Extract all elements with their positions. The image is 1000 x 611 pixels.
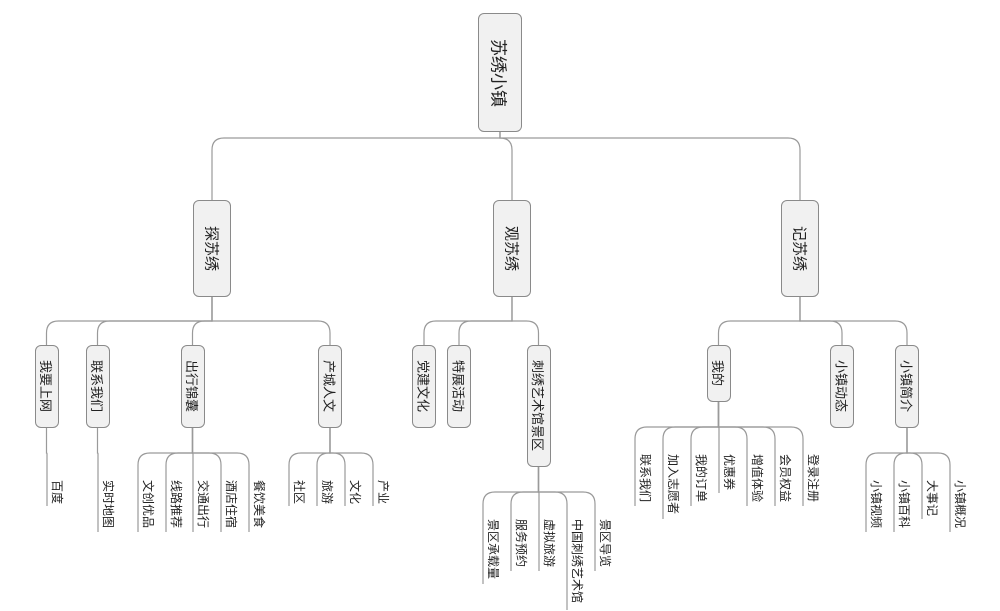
category-node-label: 出行锦囊: [183, 360, 198, 413]
leaf-item[interactable]: 优惠券: [722, 454, 736, 491]
leaf-item[interactable]: 会员权益: [778, 454, 792, 503]
category-node-label: 特展活动: [449, 360, 465, 413]
branch-node-label: 记苏绣: [790, 225, 809, 271]
category-node[interactable]: 小镇动态: [830, 345, 854, 428]
connector-line: [45, 297, 213, 345]
category-node[interactable]: 联系我们: [85, 345, 110, 428]
category-node[interactable]: 党建文化: [412, 345, 436, 428]
category-node[interactable]: 产城人文: [318, 345, 342, 428]
leaf-item[interactable]: 增值体验: [750, 454, 764, 503]
connector-line: [499, 132, 801, 200]
connector-line: [288, 428, 331, 506]
leaf-item[interactable]: 小镇视频: [869, 480, 883, 529]
category-node-label: 我要上网: [37, 360, 52, 413]
connector-line: [45, 428, 48, 506]
leaf-item[interactable]: 中国刺绣艺术馆: [570, 519, 584, 604]
leaf-item[interactable]: 加入志愿者: [666, 454, 680, 515]
branch-node[interactable]: 记苏绣: [781, 200, 819, 297]
connector-line: [690, 402, 720, 506]
category-node-label: 产城人文: [320, 360, 336, 413]
branch-node-label: 观苏绣: [502, 225, 521, 271]
connector-line: [191, 428, 250, 532]
leaf-item[interactable]: 登录注册: [806, 454, 820, 503]
leaf-item[interactable]: 小镇概况: [953, 480, 967, 529]
connector-line: [537, 467, 596, 571]
leaf-item[interactable]: 产业: [376, 480, 390, 505]
category-node[interactable]: 特展活动: [447, 345, 471, 428]
leaf-item[interactable]: 交通出行: [196, 480, 210, 529]
branch-node[interactable]: 探苏绣: [193, 200, 231, 297]
connector-line: [482, 467, 540, 584]
category-node-label: 联系我们: [88, 360, 103, 413]
category-node[interactable]: 我的: [706, 345, 731, 402]
category-node[interactable]: 出行锦囊: [180, 345, 205, 428]
leaf-item[interactable]: 文化: [348, 480, 362, 505]
category-node-label: 小镇动态: [832, 360, 848, 413]
leaf-item[interactable]: 大事记: [925, 480, 939, 517]
leaf-item[interactable]: 服务预约: [514, 519, 528, 568]
category-node[interactable]: 刺绣艺术馆景区: [526, 345, 551, 467]
leaf-item[interactable]: 酒店住宿: [224, 480, 238, 529]
leaf-item[interactable]: 社区: [292, 480, 306, 505]
connector-line: [165, 428, 194, 532]
connector-line: [137, 428, 194, 532]
leaf-item[interactable]: 百度: [50, 480, 64, 505]
connector-line: [906, 428, 951, 532]
connector-line: [211, 132, 501, 200]
category-node[interactable]: 我要上网: [34, 345, 59, 428]
connector-line: [662, 402, 720, 519]
category-node[interactable]: 小镇简介: [895, 345, 919, 428]
connector-line: [499, 132, 513, 200]
root-node[interactable]: 苏绣小镇: [478, 13, 522, 132]
connector-line: [329, 428, 374, 506]
category-node-label: 我的: [709, 360, 724, 387]
leaf-item[interactable]: 虚拟旅游: [542, 519, 556, 568]
connector-line: [717, 297, 801, 345]
connector-line: [511, 297, 540, 345]
connector-line: [865, 428, 908, 532]
category-node-label: 党建文化: [414, 360, 430, 413]
branch-node[interactable]: 观苏绣: [493, 200, 531, 297]
leaf-item[interactable]: 文创优品: [141, 480, 155, 529]
root-label: 苏绣小镇: [487, 38, 508, 107]
branch-node-label: 探苏绣: [202, 225, 221, 271]
connector-line: [717, 402, 804, 506]
category-node-label: 小镇简介: [897, 360, 913, 413]
connector-line: [316, 428, 331, 506]
connector-line: [458, 297, 513, 345]
category-node-label: 刺绣艺术馆景区: [529, 360, 544, 452]
connector-line: [634, 402, 720, 506]
leaf-item[interactable]: 景区导览: [598, 519, 612, 568]
leaf-item[interactable]: 我的订单: [694, 454, 708, 503]
connector-line: [423, 297, 513, 345]
connector-line: [893, 428, 908, 532]
leaf-item[interactable]: 联系我们: [638, 454, 652, 503]
leaf-item[interactable]: 实时地图: [101, 480, 115, 529]
connector-line: [96, 428, 99, 532]
leaf-item[interactable]: 餐饮美食: [252, 480, 266, 529]
connector-line: [96, 297, 213, 345]
leaf-item[interactable]: 景区承载量: [486, 519, 500, 580]
leaf-item[interactable]: 线路推荐: [169, 480, 183, 529]
connector-line: [799, 297, 908, 345]
connector-line: [191, 297, 213, 345]
leaf-item[interactable]: 旅游: [320, 480, 334, 505]
connector-line: [510, 467, 540, 571]
connector-line: [211, 297, 331, 345]
leaf-item[interactable]: 小镇百科: [897, 480, 911, 529]
